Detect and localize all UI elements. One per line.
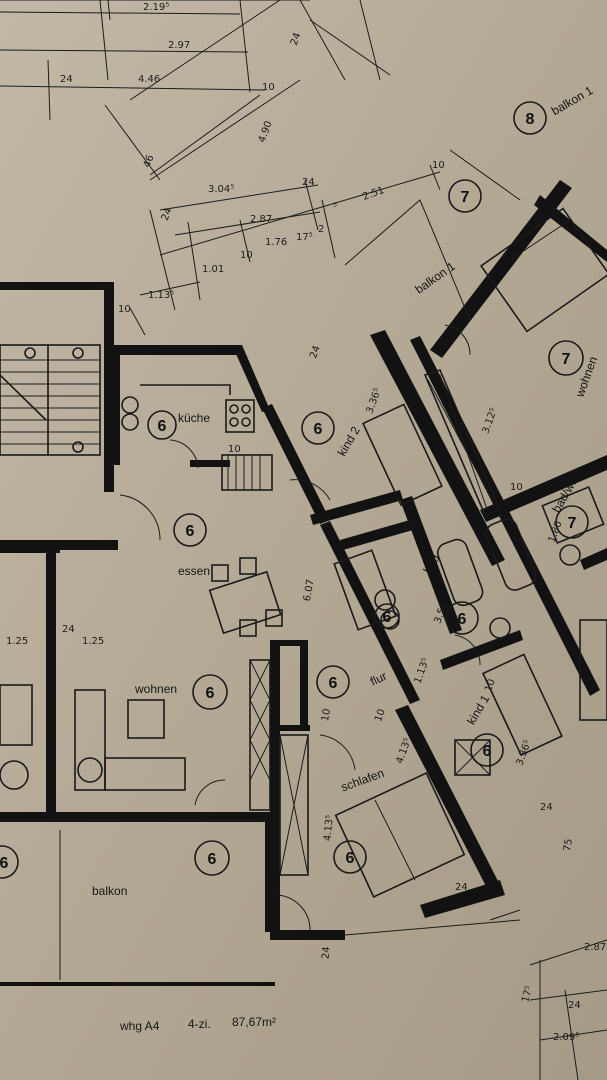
svg-text:6: 6 (158, 418, 167, 435)
dim-24c: 24 (302, 177, 315, 188)
dim-10d: 10 (118, 304, 131, 315)
dim-10g: 10 (402, 522, 415, 533)
svg-text:6: 6 (483, 743, 492, 760)
room-label-balkon: balkon (92, 884, 127, 898)
room-label-essen: essen (178, 564, 210, 578)
dim-3045: 3.04⁵ (208, 184, 234, 195)
room-badges: 6 6 6 6 6 6 6 6 (0, 101, 589, 879)
dim-24b: 24 (289, 31, 304, 47)
svg-text:6: 6 (186, 523, 195, 540)
svg-text:6: 6 (383, 609, 392, 626)
caption-unit: whg A4 (119, 1019, 160, 1033)
badge-seven-bad: 7 (555, 505, 589, 539)
dim-10h: 10 (373, 708, 388, 724)
badge-wohnen: 6 (192, 674, 228, 710)
badge-kind-1: 6 (470, 733, 504, 767)
badge-seven-wohnen: 7 (548, 340, 584, 376)
dimension-chains-top (0, 0, 441, 336)
caption-area: 87,67m² (232, 1015, 276, 1029)
dim-1135: 1.13⁵ (148, 290, 174, 301)
dim-10i: 10 (483, 678, 498, 694)
svg-text:6: 6 (206, 685, 215, 702)
dim-297: 2.97 (168, 40, 190, 51)
dim-101: 1.01 (202, 264, 224, 275)
dim-287b: 2.87 (584, 942, 606, 953)
svg-text:6: 6 (314, 421, 323, 438)
room-label-flur: flur (368, 669, 389, 689)
badge-kind-2: 6 (301, 411, 335, 445)
svg-text:7: 7 (568, 515, 577, 532)
badge-eight: 8 (513, 101, 547, 135)
dim-24d: 24 (160, 207, 175, 223)
svg-text:6: 6 (329, 675, 338, 692)
dim-75: 75 (562, 838, 575, 852)
badge-wc: 6 (374, 603, 400, 629)
dim-10b: 10 (432, 160, 445, 171)
fixtures (0, 149, 607, 980)
staircase (0, 344, 101, 456)
dim-10f: 10 (510, 482, 523, 493)
dim-4135b: 4.13⁵ (322, 815, 335, 842)
dim-2095: 2.09⁵ (553, 1032, 579, 1043)
svg-text:6: 6 (458, 611, 467, 628)
dim-607: 6.07 (302, 578, 317, 602)
badge-essen: 6 (173, 513, 207, 547)
dim-24i: 24 (320, 946, 332, 960)
dim-175: 17⁵ (296, 232, 313, 243)
dim-219: 2.19⁵ (143, 2, 169, 13)
dim-2: 2 (318, 224, 324, 235)
badge-flur: 6 (316, 665, 350, 699)
svg-text:6: 6 (346, 850, 355, 867)
dim-125a: 1.25 (6, 636, 28, 647)
badge-schlafen: 6 (333, 840, 367, 874)
dim-10j: 10 (320, 708, 333, 722)
dim-24a: 24 (60, 74, 73, 85)
svg-text:8: 8 (526, 111, 535, 128)
badge-seven-top: 7 (448, 179, 482, 213)
badge-bad: 6 (445, 601, 479, 635)
caption-rooms: 4-zi. (188, 1017, 211, 1031)
badge-balkon: 6 (194, 840, 230, 876)
dim-176: 1.76 (265, 237, 287, 248)
svg-text:7: 7 (562, 351, 571, 368)
dim-10a: 10 (262, 82, 275, 93)
room-label-kueche: küche (178, 411, 210, 425)
dim-10c: 10 (240, 250, 253, 261)
dim-175b: 17⁵ (520, 985, 535, 1004)
svg-text:7: 7 (461, 189, 470, 206)
dim-24h: 24 (455, 882, 468, 893)
svg-text:6: 6 (0, 855, 9, 872)
dim-24j: 24 (568, 1000, 581, 1011)
dimension-chains-bottom (529, 939, 607, 1080)
badge-kueche: 6 (147, 410, 177, 440)
dim-125b: 1.25 (82, 636, 104, 647)
dim-10e: 10 (228, 444, 241, 455)
badge-left-edge: 6 (0, 845, 19, 879)
room-label-wohnen-left: wohnen (134, 682, 177, 696)
dim-5a: ⁵ (333, 202, 337, 213)
svg-text:6: 6 (208, 851, 217, 868)
dim-24f: 24 (308, 344, 323, 360)
dim-24e: 24 (62, 624, 75, 635)
dim-287: 2.87 (250, 214, 272, 225)
dim-46: 46 (142, 154, 157, 170)
dim-24g: 24 (540, 802, 553, 813)
plan-caption: whg A4 4-zi. 87,67m² (119, 1015, 276, 1033)
dim-446: 4.46 (138, 74, 160, 85)
